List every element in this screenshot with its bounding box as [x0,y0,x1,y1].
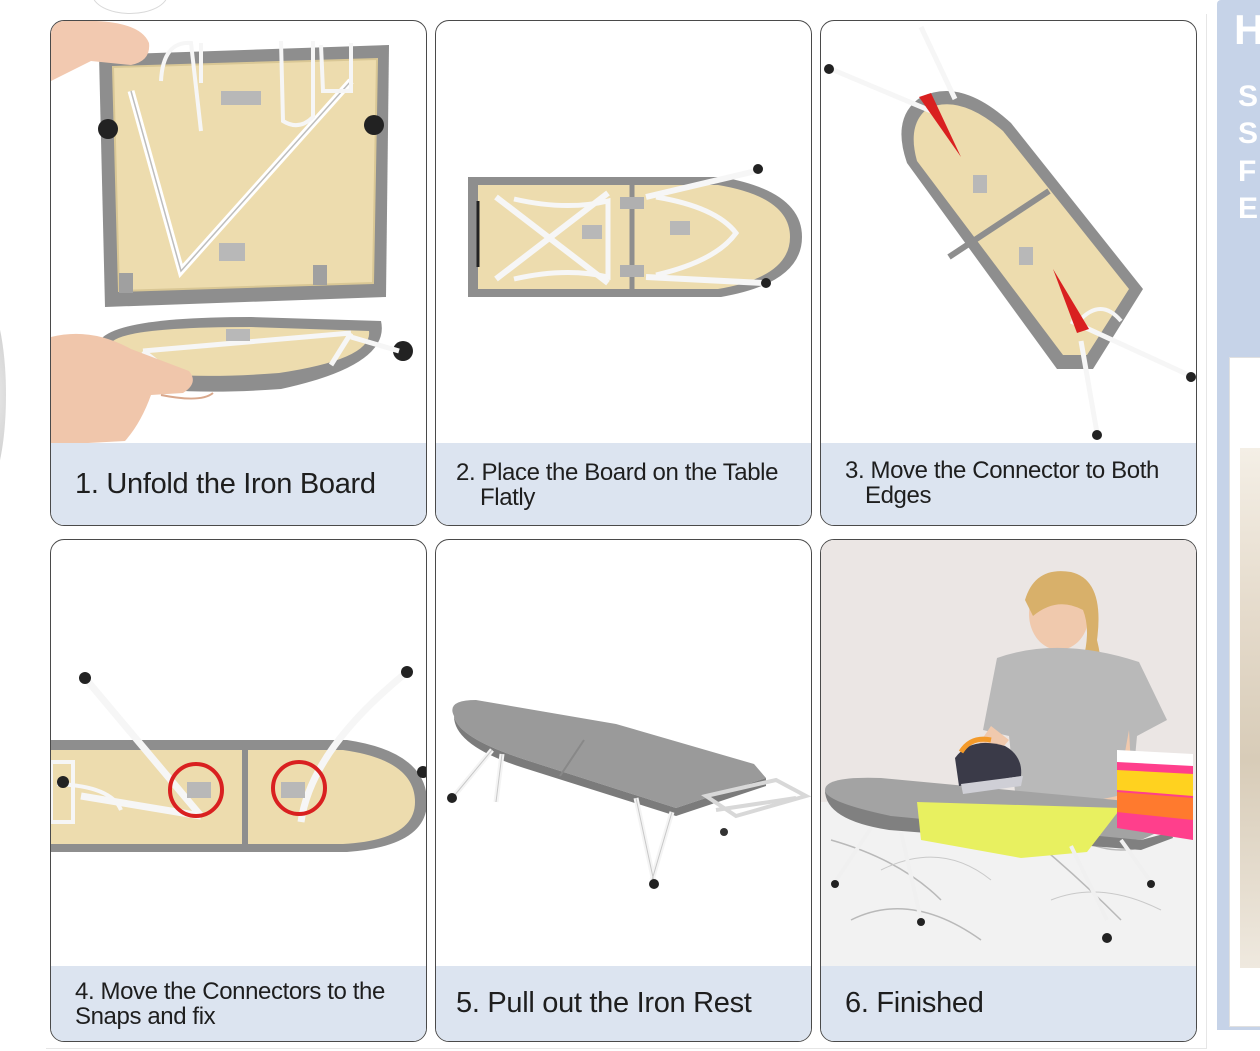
step-5-caption: 5. Pull out the Iron Rest [436,966,811,1041]
step-2-caption-line1: 2. Place the Board on the Table [456,459,779,486]
next-slide-line-1: S [1238,80,1259,113]
step-3-caption-line2: Edges [865,481,932,509]
adjacent-image-edge [0,300,6,490]
next-slide-line-4: E [1238,192,1259,225]
next-slide-line-3: F [1238,155,1257,188]
step-card-3: 3. Move the Connector to Both Edges [820,20,1197,526]
step-card-4: 4. Move the Connectors to the Snaps and … [50,539,427,1042]
step-2-caption-line2: Flatly [480,483,535,511]
step-3-caption: 3. Move the Connector to Both Edges [821,443,1196,525]
step-card-5: 5. Pull out the Iron Rest [435,539,812,1042]
next-slide-preview[interactable]: H S S F E [1217,0,1260,1030]
step-6-caption-text: 6. Finished [845,987,984,1020]
next-slide-heading: H [1234,6,1260,53]
step-1-caption-text: 1. Unfold the Iron Board [75,467,376,500]
next-slide-photo [1229,357,1260,1027]
step-6-image [821,540,1196,968]
step-card-6: 6. Finished [820,539,1197,1042]
step-4-caption-line1: 4. Move the Connectors to the [75,978,385,1005]
step-5-image [436,540,811,968]
step-4-caption: 4. Move the Connectors to the Snaps and … [51,966,426,1041]
step-card-2: 2. Place the Board on the Table Flatly [435,20,812,526]
step-2-image [436,21,811,445]
next-slide-line-2: S [1238,117,1259,150]
carousel-indicator[interactable] [92,0,168,14]
steps-grid-frame [46,14,1207,1049]
left-edge-strip [0,0,48,1051]
step-3-image [821,21,1196,445]
step-card-1: 1. Unfold the Iron Board [50,20,427,526]
step-1-caption: 1. Unfold the Iron Board [51,443,426,525]
step-4-image [51,540,426,968]
step-3-caption-line1: 3. Move the Connector to Both [845,457,1159,484]
step-6-caption: 6. Finished [821,966,1196,1041]
step-2-caption: 2. Place the Board on the Table Flatly [436,443,811,525]
next-slide-photo-content [1240,448,1260,968]
step-4-caption-line2: Snaps and fix [75,1002,216,1030]
step-5-caption-text: 5. Pull out the Iron Rest [456,987,752,1020]
step-1-image [51,21,426,445]
